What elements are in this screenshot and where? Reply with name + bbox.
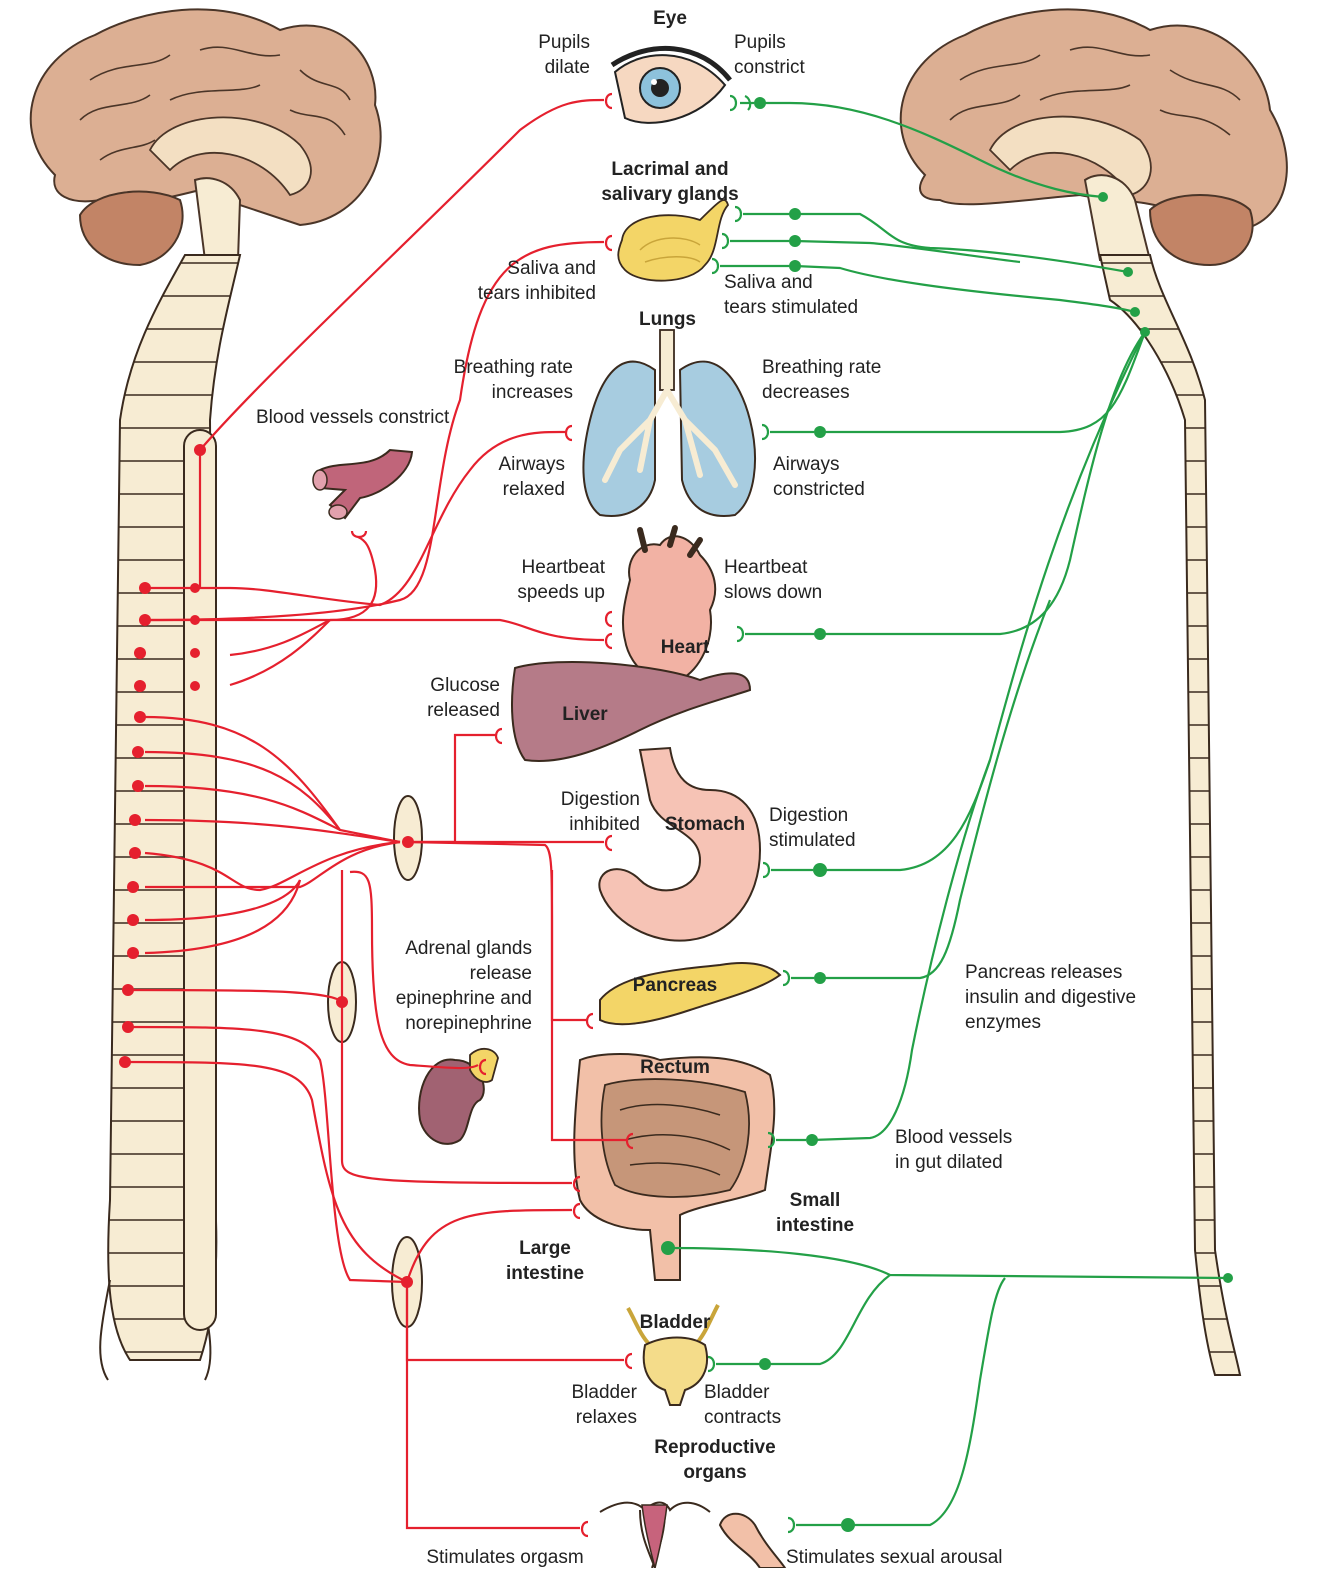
reproductive-label: Reproductive organs xyxy=(635,1435,795,1485)
breathing-increases-label: Breathing rate increases xyxy=(420,355,573,405)
digestion-stimulated-label: Digestion stimulated xyxy=(769,803,889,853)
bladder-relaxes-label: Bladder relaxes xyxy=(545,1380,637,1430)
lungs-label: Lungs xyxy=(610,307,725,332)
uterus-icon xyxy=(600,1503,710,1569)
eye-label: Eye xyxy=(600,6,740,31)
blood-vessel-icon xyxy=(313,450,412,519)
glucose-released-label: Glucose released xyxy=(400,673,500,723)
saliva-inhibited-label: Saliva and tears inhibited xyxy=(430,256,596,306)
gland-icon xyxy=(618,200,728,281)
stimulates-arousal-label: Stimulates sexual arousal xyxy=(786,1545,1036,1570)
left-brain-icon xyxy=(31,9,381,265)
stomach-icon xyxy=(599,748,760,941)
heartbeat-speeds-up-label: Heartbeat speeds up xyxy=(480,555,605,605)
blood-vessels-constrict-label: Blood vessels constrict xyxy=(256,405,476,430)
bladder-label: Bladder xyxy=(625,1310,725,1335)
pupils-constrict-label: Pupils constrict xyxy=(734,30,844,80)
rectum-label: Rectum xyxy=(625,1055,725,1080)
liver-label: Liver xyxy=(545,702,625,727)
stimulates-orgasm-label: Stimulates orgasm xyxy=(405,1545,605,1570)
right-brain-icon xyxy=(901,9,1287,265)
digestion-inhibited-label: Digestion inhibited xyxy=(520,787,640,837)
breathing-decreases-label: Breathing rate decreases xyxy=(762,355,922,405)
airways-constricted-label: Airways constricted xyxy=(773,452,903,502)
small-intestine-label: Small intestine xyxy=(755,1188,875,1238)
right-spinal-cord-icon xyxy=(1100,255,1240,1375)
saliva-stimulated-label: Saliva and tears stimulated xyxy=(724,270,894,320)
pupils-dilate-label: Pupils dilate xyxy=(480,30,590,80)
eye-icon xyxy=(612,48,730,122)
kidney-icon xyxy=(419,1049,498,1144)
bladder-contracts-label: Bladder contracts xyxy=(704,1380,804,1430)
glands-label: Lacrimal and salivary glands xyxy=(575,157,765,207)
large-intestine-label: Large intestine xyxy=(490,1236,600,1286)
pancreas-releases-label: Pancreas releases insulin and digestive … xyxy=(965,960,1165,1035)
lungs-icon xyxy=(583,330,755,516)
penis-icon xyxy=(720,1514,785,1568)
pancreas-label: Pancreas xyxy=(600,973,750,998)
stomach-label: Stomach xyxy=(655,812,755,837)
airways-relaxed-label: Airways relaxed xyxy=(455,452,565,502)
adrenal-release-label: Adrenal glands release epinephrine and n… xyxy=(380,936,532,1036)
gut-vessels-dilated-label: Blood vessels in gut dilated xyxy=(895,1125,1045,1175)
left-spinal-cord-icon xyxy=(100,255,240,1380)
heartbeat-slows-down-label: Heartbeat slows down xyxy=(724,555,844,605)
heart-label: Heart xyxy=(645,635,725,660)
